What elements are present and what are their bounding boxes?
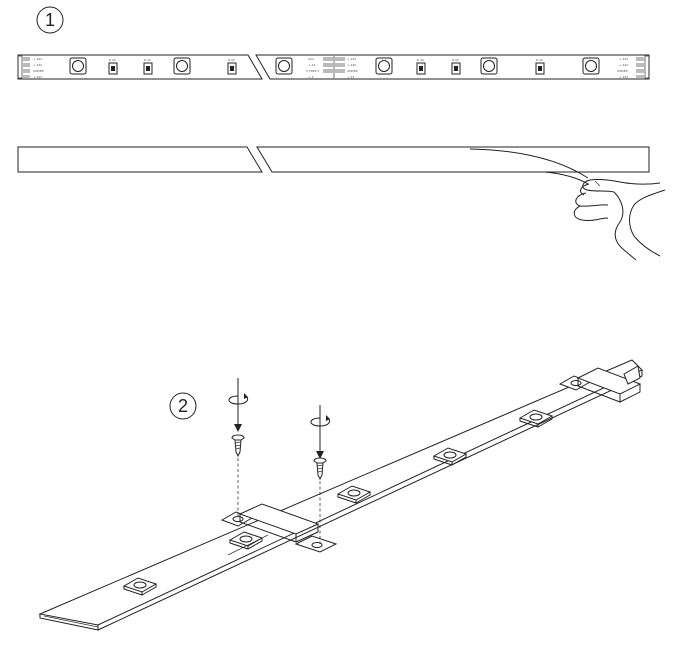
resistor-chip: R 20 — [143, 58, 153, 75]
led-chip — [336, 485, 372, 504]
resistor-chip: R 20 — [108, 58, 118, 75]
strip-marking: + 24V — [347, 63, 357, 67]
strip-end-connector-right: + 24V + 24V UNDER + 24V — [617, 55, 650, 79]
svg-text:R 20: R 20 — [109, 58, 116, 62]
step-1-number: 1 — [45, 10, 55, 30]
led-chip — [518, 409, 554, 428]
resistor-chip: R 20 — [535, 58, 545, 75]
strip-marking: UNDER — [617, 69, 628, 73]
screw-with-rotation — [228, 378, 249, 518]
led-chip — [122, 577, 158, 596]
led-chip — [275, 57, 293, 75]
screw-icon — [313, 457, 327, 481]
step-2-marker: 2 — [169, 392, 197, 420]
led-chip — [432, 447, 468, 466]
led-chip — [582, 57, 600, 75]
screw-with-rotation — [310, 405, 331, 544]
led-chip — [375, 57, 393, 75]
step-2-number: 2 — [178, 396, 188, 416]
strip-marking: + 24V — [347, 57, 357, 61]
strip-marking: + 24V — [33, 63, 43, 67]
strip-marking: + 24V — [33, 75, 43, 79]
resistor-chip: R 20 — [227, 58, 237, 75]
hand-illustration — [573, 179, 666, 261]
led-chip — [173, 57, 191, 75]
led-chip — [480, 57, 498, 75]
adhesive-backing-strip — [17, 146, 650, 185]
strip-marking: + 24V — [619, 57, 629, 61]
resistor-chip: R 20 — [451, 58, 461, 75]
strip-marking: + 24V — [33, 57, 43, 61]
strip-marking: + 24V — [619, 63, 629, 67]
strip-marking: + 24 — [308, 63, 315, 67]
led-chip — [69, 57, 87, 75]
screw-icon — [231, 434, 245, 458]
strip-joint-markings: 24V + 24 5 FREE 5 + 2 + 24V + 24V UNDER … — [306, 56, 358, 79]
svg-text:R 20: R 20 — [417, 58, 424, 62]
strip-marking: + 2 — [308, 75, 313, 79]
svg-text:R 20: R 20 — [228, 58, 235, 62]
strip-marking: 5 FREE 5 — [306, 69, 319, 73]
led-strip-perspective — [38, 359, 643, 631]
led-strip-top-view: + 24V + 24V UNDER + 24V 24V + 24 5 FREE … — [17, 54, 650, 80]
resistor-chip: R 20 — [416, 58, 426, 75]
step-1-marker: 1 — [36, 6, 64, 34]
strip-end-connector-left: + 24V + 24V UNDER + 24V — [17, 55, 44, 79]
strip-marking: + 24 — [347, 75, 354, 79]
svg-text:R 20: R 20 — [536, 58, 543, 62]
strip-marking: + 24V — [619, 75, 629, 79]
strip-marking: UNDER — [347, 69, 358, 73]
svg-text:R 20: R 20 — [144, 58, 151, 62]
svg-text:R 20: R 20 — [452, 58, 459, 62]
strip-marking: 24V — [308, 57, 315, 61]
mounting-clip — [220, 503, 338, 553]
mounting-clip — [558, 365, 642, 403]
strip-marking: UNDER — [33, 69, 44, 73]
